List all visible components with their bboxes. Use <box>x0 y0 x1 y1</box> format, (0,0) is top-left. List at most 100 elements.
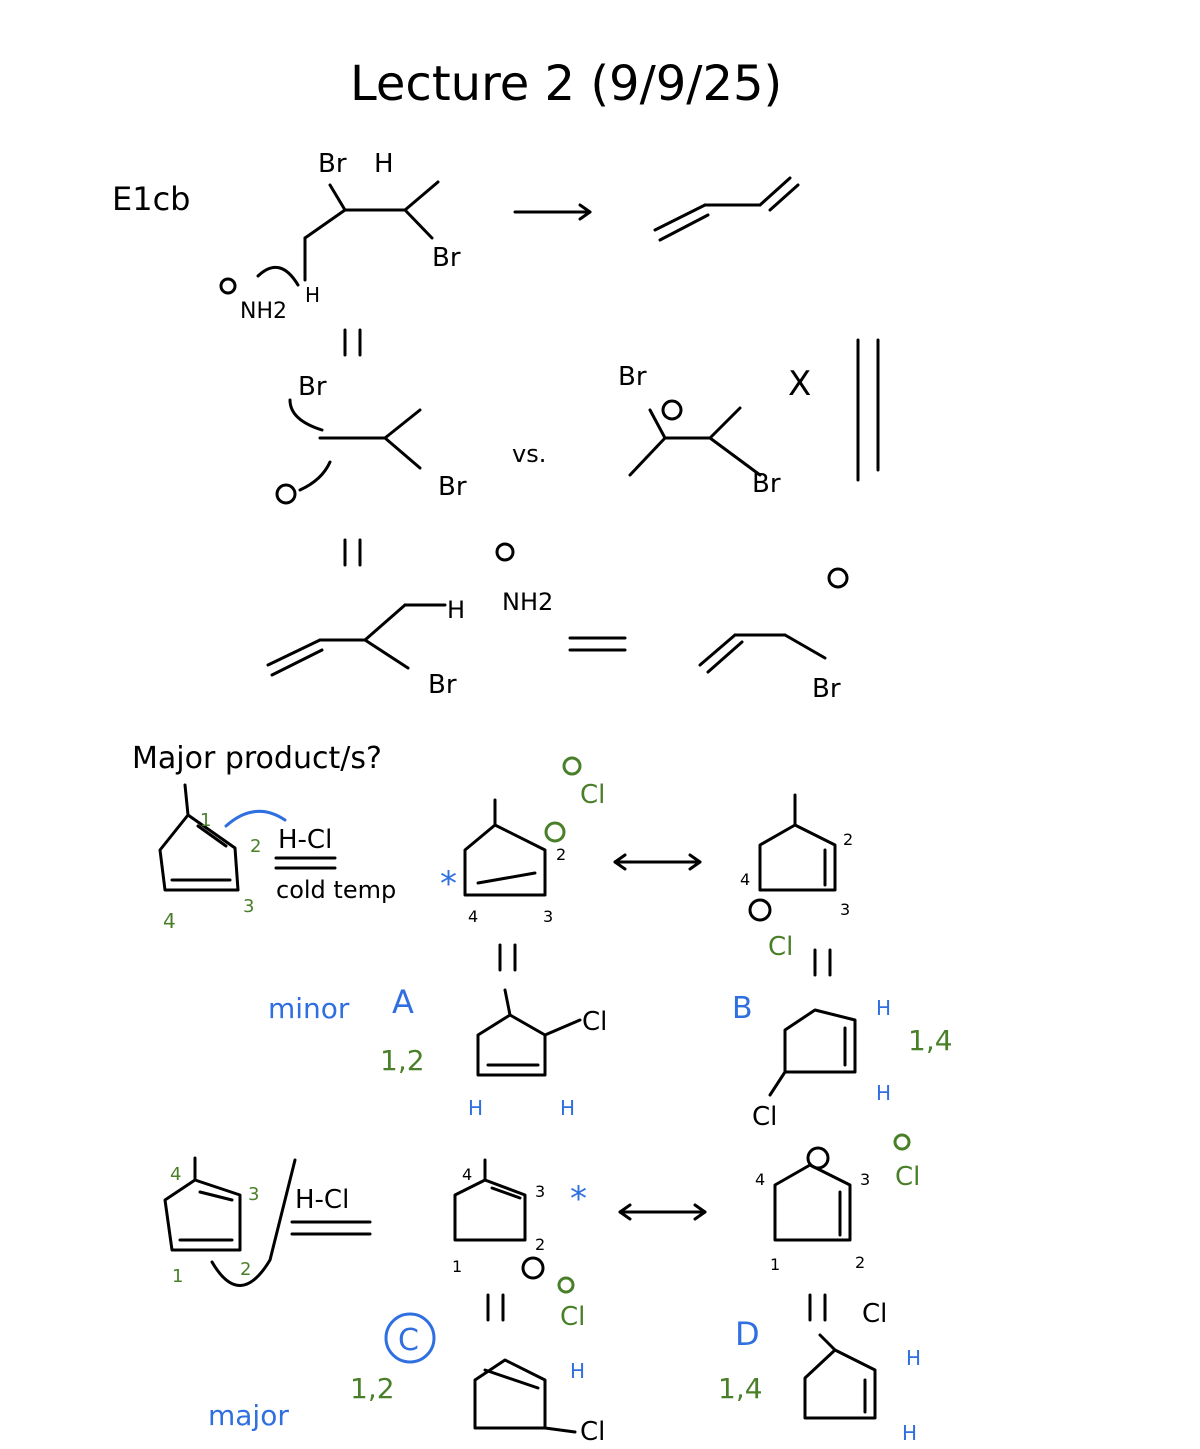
page-title: Lecture 2 (9/9/25) <box>350 56 782 112</box>
star-marker-b: * <box>570 1179 587 1219</box>
num-1e: 1 <box>452 1257 462 1276</box>
num-3: 3 <box>243 896 254 917</box>
negative-charge-icon <box>219 277 237 295</box>
cold-temp-label: cold temp <box>276 876 396 904</box>
num-2f: 2 <box>855 1253 865 1272</box>
product-d-cl: Cl <box>862 1299 887 1329</box>
resonance-arrow-icon <box>613 853 702 871</box>
cl-nucleophile: Cl <box>580 780 605 810</box>
product-b-addition: 1,4 <box>908 1024 953 1057</box>
nh2-label: NH2 <box>240 299 287 324</box>
star-marker: * <box>440 864 457 904</box>
hcl-reagent-b: H-Cl <box>295 1185 349 1215</box>
product-c-addition: 1,2 <box>350 1372 395 1405</box>
num-4e: 4 <box>462 1165 472 1184</box>
major-question: Major product/s? <box>132 741 382 776</box>
negative-charge-icon <box>562 756 582 776</box>
h-label-top: H <box>374 149 394 179</box>
num-3c: 3 <box>840 900 850 919</box>
carbanion-primary-structure <box>318 408 422 470</box>
br-label-row2a: Br <box>298 372 327 402</box>
product-d-label: D <box>735 1315 760 1353</box>
product-b-h1: H <box>876 996 891 1020</box>
positive-charge-icon <box>544 821 566 843</box>
product-a-addition: 1,2 <box>380 1044 425 1077</box>
product-d-h1: H <box>906 1346 921 1370</box>
dibromide-structure <box>303 180 440 282</box>
h-label-row3: H <box>447 596 465 624</box>
equilibrium-arrow-icon <box>498 943 517 972</box>
methylcyclopentadiene-structure <box>158 783 240 892</box>
num-1d: 1 <box>172 1266 183 1287</box>
negative-charge-icon <box>495 542 515 562</box>
num-4b: 4 <box>468 907 478 926</box>
br-label-row2c: Br <box>618 362 647 392</box>
cl-nucleophile-d: Cl <box>895 1162 920 1192</box>
curved-arrow-icon <box>256 265 300 287</box>
curved-arrow-icon <box>224 809 287 828</box>
num-2d: 2 <box>240 1259 251 1280</box>
positive-charge-icon <box>748 898 772 922</box>
allylic-cation-structure <box>463 798 547 897</box>
product-b-label: B <box>732 991 753 1026</box>
allylic-cation-resonance-structure <box>758 793 837 892</box>
product-c-h: H <box>570 1359 585 1383</box>
equilibrium-arrow-icon <box>290 1220 372 1236</box>
product-d-h2: H <box>902 1421 917 1445</box>
product-a-label: A <box>392 983 414 1021</box>
product-a-h2: H <box>560 1096 575 1120</box>
negative-charge-icon <box>661 399 683 421</box>
allylic-cation-resonance-structure-b <box>773 1163 852 1242</box>
allyl-bromide-structure <box>266 603 447 677</box>
negative-charge-icon <box>893 1133 911 1151</box>
curved-arrow-icon <box>210 1158 297 1287</box>
num-2e: 2 <box>535 1235 545 1254</box>
curved-arrow-icon <box>288 398 324 432</box>
br-label-right: Br <box>432 243 461 273</box>
h-label-proton: H <box>305 283 320 307</box>
curved-arrow-icon <box>298 460 332 492</box>
equilibrium-arrow-icon <box>274 856 337 870</box>
positive-charge-icon <box>806 1146 830 1170</box>
br-label-row2b: Br <box>438 472 467 502</box>
num-4c: 4 <box>740 870 750 889</box>
negative-charge-icon <box>275 483 297 505</box>
br-label-row2d: Br <box>752 469 781 499</box>
product-d-structure <box>803 1333 877 1420</box>
num-4f: 4 <box>755 1170 765 1189</box>
equilibrium-arrow-icon <box>856 338 880 482</box>
num-1f: 1 <box>770 1255 780 1274</box>
product-c-cl: Cl <box>580 1417 605 1447</box>
major-label: major <box>208 1399 289 1432</box>
hcl-reagent: H-Cl <box>278 825 332 855</box>
equilibrium-arrow-icon <box>343 538 362 567</box>
num-3f: 3 <box>860 1170 870 1189</box>
allylic-cation-structure-b <box>453 1158 527 1242</box>
x-mark: X <box>788 364 811 404</box>
num-2b: 2 <box>556 845 566 864</box>
vs-label: vs. <box>512 440 546 468</box>
num-4: 4 <box>163 909 176 933</box>
butadiene-structure <box>653 176 800 242</box>
equilibrium-arrow-icon <box>808 1293 827 1322</box>
product-a-structure <box>476 988 582 1077</box>
num-2: 2 <box>250 836 261 857</box>
mechanism-label: E1cb <box>112 180 190 218</box>
product-b-structure <box>768 1008 857 1097</box>
br-label-top: Br <box>318 149 347 179</box>
negative-charge-icon <box>557 1276 575 1294</box>
num-2c: 2 <box>843 830 853 849</box>
equilibrium-arrow-icon <box>486 1293 505 1322</box>
resonance-arrow-icon <box>618 1203 707 1221</box>
negative-charge-icon <box>827 567 849 589</box>
product-a-cl: Cl <box>582 1007 607 1037</box>
product-c-label: C <box>398 1323 419 1358</box>
allyl-anion-structure <box>698 633 827 674</box>
br-label-row3a: Br <box>428 670 457 700</box>
cl-nucleophile-b: Cl <box>768 932 793 962</box>
carbanion-secondary-structure <box>628 406 762 477</box>
product-b-cl: Cl <box>752 1102 777 1132</box>
minor-label: minor <box>268 992 350 1025</box>
equilibrium-arrow-icon <box>813 948 832 977</box>
